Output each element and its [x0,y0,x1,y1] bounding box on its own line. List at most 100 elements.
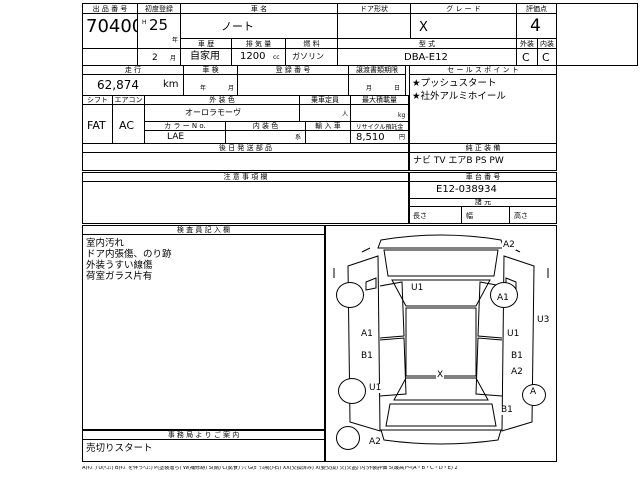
car-name: ノート [221,20,254,33]
door-label: ドア形状 [338,4,410,14]
lot-number: 70400 [86,16,144,37]
max-load-unit: kg [398,112,406,119]
damage-mark: A [529,387,538,397]
genuine-cell: 純 正 装 備 ナビ TV エアB PS PW [409,143,557,171]
inspector-note: 外装うすい線傷 [86,260,153,271]
fuel-label: 燃 料 [286,39,337,49]
import-cell: 輸 入 車 [305,121,351,144]
fuel-cell: 燃 料 ガソリン [285,38,338,66]
interior-color-label: 内 装 色 [226,122,305,131]
notes-label: 注 意 事 項 欄 [83,173,408,182]
recycle-fee-cell: リサイクル預託金 8,510 円 [350,121,409,144]
height-label: 高さ [514,212,528,220]
first-registration-cell: 初度登録 H 25 年 2 月 [137,3,181,66]
mileage-unit: km [163,79,179,90]
recycle-fee-label: リサイクル預託金 [351,122,408,131]
inspection-label: 車 検 [184,66,237,75]
transfer-doc-cell: 譲渡書類期限 月 日 [348,65,406,96]
sales-point-item: ★プッシュスタート [412,78,497,89]
sales-point-label: セ ー ル ス ポ イ ン ト [410,66,556,75]
inspector-cell: 検 査 員 記 入 欄 室内汚れ ドア内張傷、のり跡 外装うすい線傷 荷室ガラス… [82,225,325,430]
spare-wheel [336,426,360,450]
reg-number-cell: 登 録 番 号 [237,65,349,96]
genuine-label: 純 正 装 備 [410,144,556,153]
first-registration-label: 初度登録 [138,4,180,14]
car-name-cell: 車 名 ノート [180,3,338,39]
score-label: 評価点 [517,4,556,14]
interior-color-unit: 系 [295,134,302,141]
exterior-label: 外装 [517,39,537,49]
color-number: LAE [167,132,185,142]
inspector-note: ドア内張傷、のり跡 [86,249,172,260]
reg-year: 25 [149,16,169,34]
grade: X [419,20,428,35]
year-unit: 年 [172,37,179,44]
use: 自家用 [190,51,220,62]
fuel: ガソリン [292,52,324,61]
chassis-label: 車 台 番 号 [410,173,556,182]
damage-mark: A2 [502,240,516,250]
displacement-label: 排 気 量 [232,39,285,49]
mileage: 62,874 [97,78,139,92]
transfer-doc-day: 日 [394,85,401,92]
import-label: 輸 入 車 [306,122,350,131]
spec-label: 諸 元 [410,198,556,207]
score-cell: 評価点 4 [516,3,557,39]
ac-cell: エアコン AC [112,95,145,144]
interior-score-cell: 内装 C [537,38,557,66]
grade-cell: グ レ ー ド X [410,3,517,39]
color-number-label: カ ラ ー N o. [145,122,225,131]
width-label: 幅 [466,212,473,220]
damage-mark: U3 [536,315,551,325]
inspection-cell: 車 検 年 月 [183,65,238,96]
parts-cell: 後 日 発 送 部 品 [82,143,409,171]
sales-point-cell: セ ー ル ス ポ イ ン ト ★プッシュスタート ★社外アルミホイール [409,65,557,144]
chassis-cell: 車 台 番 号 E12-038934 諸 元 長さ 幅 高さ [409,172,557,224]
inspection-year-unit: 年 [200,85,207,92]
shift-cell: シフト FAT [82,95,113,144]
use-label: 車 歴 [181,39,231,49]
office-cell: 事 務 局 よ り ご 案 内 売切りスタート [82,430,325,462]
shift-label: シフト [83,96,112,105]
mileage-cell: 走 行 62,874 km [82,65,184,96]
transfer-doc-month: 月 [366,85,373,92]
lot-number-cell: 出 品 番 号 70400 [82,3,143,49]
damage-mark: U1 [368,383,383,393]
damage-mark: B1 [360,351,374,361]
legend-footer: A(ｷｽﾞ) U(ﾍｺﾐ) B(ｷｽﾞを伴うﾍｺﾐ) P(塗装落ち) W(補修跡… [82,466,458,471]
transfer-doc-label: 譲渡書類期限 [349,66,405,75]
exterior-color-label: 外 装 色 [145,96,299,105]
damage-mark: X [436,370,445,380]
month-unit: 月 [170,55,177,62]
use-cell: 車 歴 自家用 [180,38,232,66]
notes-cell: 注 意 事 項 欄 [82,172,409,224]
damage-mark: A2 [368,437,382,447]
shift: FAT [87,119,106,132]
era: H [142,19,147,26]
capacity-label: 乗車定員 [300,96,350,105]
recycle-fee-unit: 円 [399,134,406,141]
capacity-cell: 乗車定員 人 [299,95,351,122]
damage-mark: A1 [496,293,510,303]
capacity-unit: 人 [342,111,349,118]
max-load-label: 最大積載量 [351,96,408,105]
damage-mark: B1 [510,351,524,361]
ac-label: エアコン [113,96,144,105]
interior-color-cell: 内 装 色 系 [225,121,306,144]
max-load-cell: 最大積載量 kg [350,95,409,122]
model-cell: 型 式 DBA-E12 [337,38,517,66]
reg-month: 2 [152,53,158,63]
reg-number-label: 登 録 番 号 [238,66,348,75]
exterior-color: オーロラモーヴ [185,108,241,117]
parts-label: 後 日 発 送 部 品 [83,144,408,153]
office-note: 売切りスタート [86,443,153,454]
rear-left-wheel [338,378,366,404]
inspector-note: 荷室ガラス片有 [86,271,153,282]
damage-mark: A1 [360,329,374,339]
mileage-label: 走 行 [83,66,183,75]
length-label: 長さ [413,212,427,220]
lot-number-label: 出 品 番 号 [83,4,137,14]
model-code: DBA-E12 [404,52,448,63]
genuine-equipment: ナビ TV エアB PS PW [413,156,504,166]
model-label: 型 式 [338,39,516,49]
